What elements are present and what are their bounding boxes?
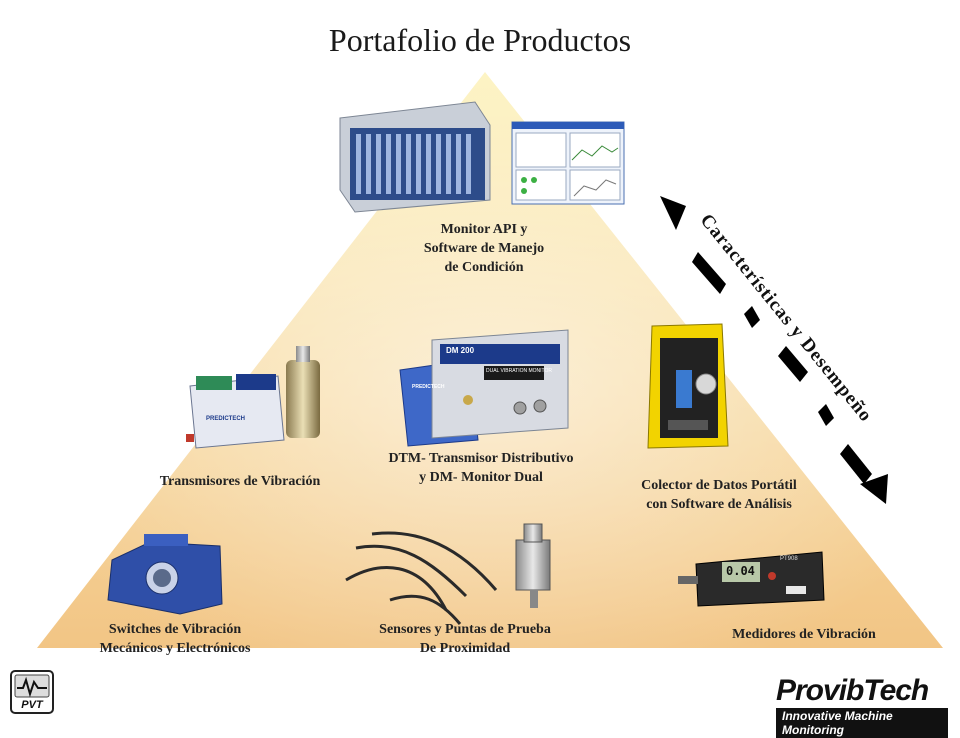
pvt-logo-text: PVT	[21, 699, 43, 711]
provibtech-logo: ProvibTech Innovative Machine Monitoring	[776, 676, 948, 738]
brand-name: ProvibTech	[776, 674, 929, 707]
diagram-canvas	[37, 72, 943, 648]
dm200-label: DM 200	[446, 346, 475, 355]
dm200-sub: DUAL VIBRATION MONITOR	[486, 368, 553, 374]
rack-monitor-image	[339, 101, 491, 213]
caption-monitor-api: Monitor API y Software de Manejo de Cond…	[423, 222, 545, 275]
pvt-logo-icon	[10, 670, 54, 714]
brand-tagline: Innovative Machine Monitoring	[776, 708, 948, 738]
data-collector-case-image	[647, 323, 729, 449]
software-screenshot-image	[511, 121, 625, 205]
meter-model: PT908	[780, 556, 798, 562]
caption-colector: Colector de Datos Portátil con Software …	[641, 478, 797, 512]
vibration-meter-image	[678, 551, 825, 607]
dtm-brand: PREDICTECH	[412, 384, 445, 390]
arrow-head-down	[860, 474, 888, 504]
caption-dtm: DTM- Transmisor Distributivo y DM- Monit…	[388, 451, 574, 485]
vibration-switch-image	[107, 534, 223, 615]
pvt-logo: PVT	[10, 670, 54, 714]
transmitter-brand: PREDICTECH	[206, 416, 246, 422]
arrow-head-up	[660, 196, 686, 230]
accelerometer-image	[515, 523, 551, 608]
caption-medidores: Medidores de Vibración	[732, 627, 876, 642]
dtm-dm200-image	[399, 329, 569, 447]
meter-reading: 0.04	[726, 564, 755, 578]
proximity-probes-image	[345, 531, 498, 625]
caption-switches: Switches de Vibración Mecánicos y Electr…	[99, 622, 251, 656]
caption-sensores: Sensores y Puntas de Prueba De Proximida…	[379, 622, 551, 656]
page-title: Portafolio de Productos	[328, 22, 632, 58]
performance-arrow	[660, 196, 888, 504]
caption-transmisores: Transmisores de Vibración	[159, 474, 321, 489]
vibration-transmitter-image	[186, 346, 320, 449]
